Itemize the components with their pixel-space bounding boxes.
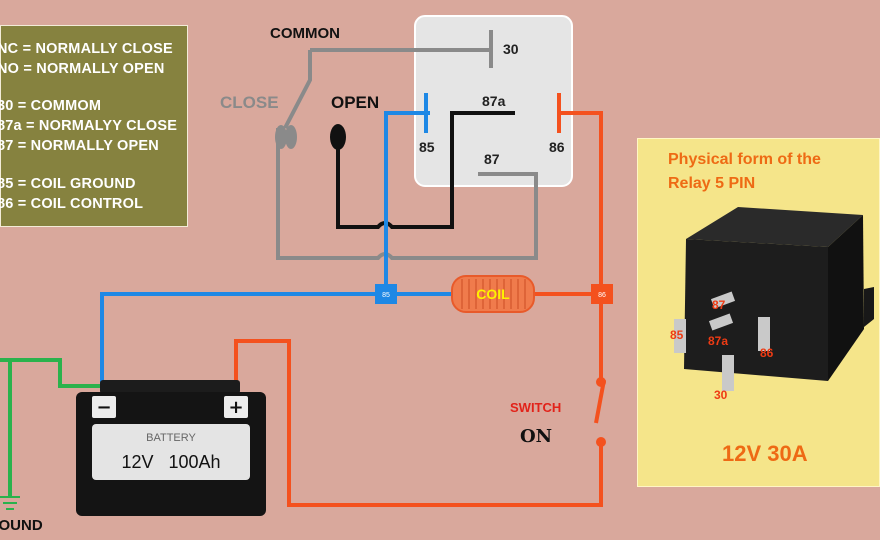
legend-item: 30 = COMMOM [0, 98, 102, 114]
relay-pin-label-86: 86 [760, 346, 774, 360]
close-label: CLOSE [220, 93, 279, 112]
legend-panel: NC = NORMALLY CLOSE NO = NORMALLY OPEN 3… [0, 25, 188, 227]
switch-label: SWITCH [510, 400, 561, 415]
legend-item: NO = NORMALLY OPEN [0, 61, 165, 77]
relay-mount-tab [864, 287, 874, 327]
relay-pin-label-87: 87 [712, 298, 726, 312]
legend-item: NC = NORMALLY CLOSE [0, 41, 173, 57]
terminal-30: 30 [503, 41, 519, 57]
switch-state-label: ON [520, 426, 552, 447]
open-label: OPEN [331, 93, 379, 112]
battery-positive-symbol: + [228, 397, 243, 418]
relay-pin-label-85: 85 [670, 328, 684, 342]
relay-pin-86 [758, 317, 770, 351]
junction-85-label: 85 [382, 292, 390, 299]
ground-wire [0, 358, 102, 497]
relay-body [414, 15, 573, 187]
battery-spec: 12V 100Ah [121, 452, 220, 472]
relay-pin-label-87a: 87a [708, 334, 728, 348]
open-contact [330, 124, 346, 150]
relay-pin-87a [708, 313, 734, 331]
switch-contact-bottom [596, 437, 606, 447]
common-label: COMMON [270, 25, 340, 42]
battery: − + BATTERY 12V 100Ah [76, 380, 266, 516]
ground-icon [0, 496, 20, 510]
coil-windings [461, 279, 526, 309]
terminal-87a: 87a [482, 93, 506, 109]
relay-pin-30 [722, 355, 734, 391]
terminal-87: 87 [484, 151, 500, 167]
junction-86 [591, 284, 613, 304]
battery-label-plate [92, 424, 250, 480]
close-contact [275, 125, 287, 149]
physical-relay-panel: Physical form of the Relay 5 PIN 87 85 8… [637, 138, 880, 487]
battery-label: BATTERY [146, 432, 196, 444]
close-contact-2 [285, 125, 297, 149]
legend-item: 87a = NORMALYY CLOSE [0, 118, 178, 134]
terminal-86: 86 [549, 139, 565, 155]
battery-top-cap [100, 380, 240, 394]
junction-86-label: 86 [598, 292, 606, 299]
terminal-85: 85 [419, 139, 435, 155]
junction-85 [375, 284, 397, 304]
coil-control-wire [234, 93, 606, 507]
relay-right-face [828, 215, 864, 381]
common-wire [276, 30, 538, 260]
coil-label: COIL [476, 286, 510, 302]
physical-relay-title: Physical form of the Relay 5 PIN [668, 151, 821, 192]
coil-ground-wire [100, 93, 430, 386]
battery-negative-terminal [92, 396, 116, 418]
coil-body [451, 275, 535, 313]
relay-top-face [686, 207, 863, 247]
legend-item: 87 = NORMALLY OPEN [0, 138, 159, 154]
ground-label: GROUND [0, 517, 43, 534]
relay-pin-87 [710, 291, 736, 309]
legend-item: 86 = COIL CONTROL [0, 196, 144, 212]
relay-photo: 87 85 87a 86 30 [670, 207, 874, 402]
legend-item: 85 = COIL GROUND [0, 176, 136, 192]
battery-positive-terminal [224, 396, 248, 418]
relay-rating: 12V 30A [722, 441, 808, 466]
relay-pin-label-30: 30 [714, 388, 728, 402]
relay-front-face [684, 239, 828, 381]
battery-negative-symbol: − [96, 397, 111, 418]
relay-pin-85 [674, 319, 686, 353]
switch-contact-top [596, 377, 606, 387]
